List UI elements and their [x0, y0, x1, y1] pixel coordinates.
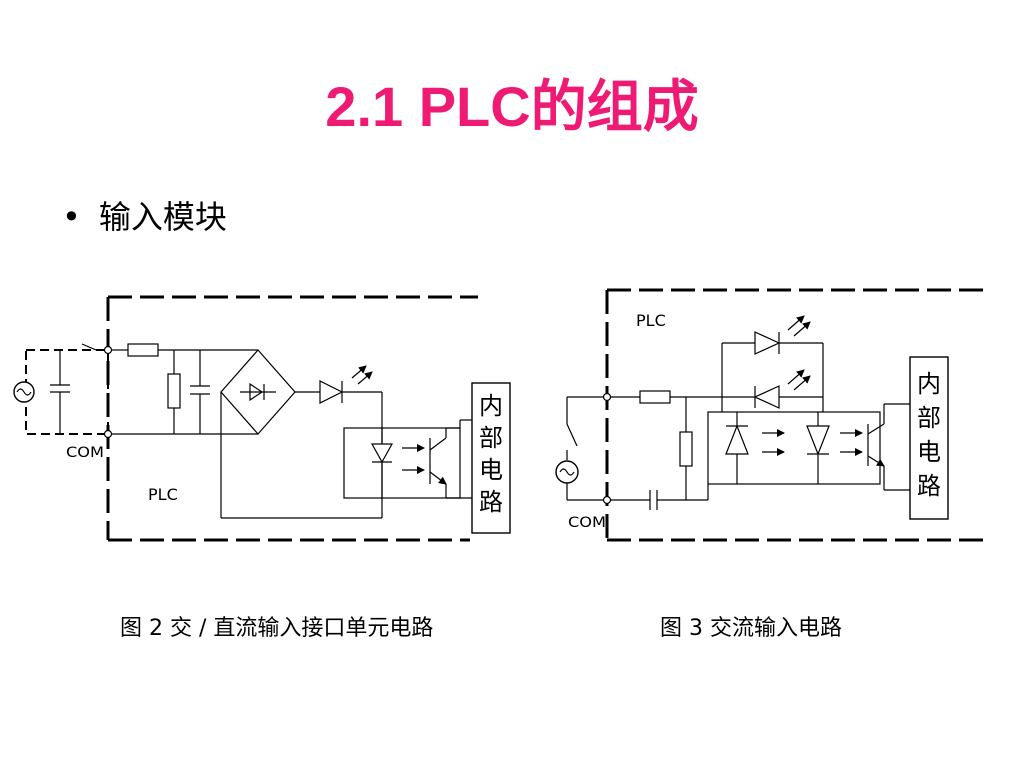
plc-boundary [106, 295, 478, 542]
input-resistor [639, 390, 671, 404]
figure-ac-dc-input [13, 295, 511, 542]
internal-circuit-block [909, 356, 949, 520]
input-resistor [127, 343, 159, 357]
bullet-text: 输入模块 [98, 198, 227, 236]
com-label: COM [568, 515, 606, 531]
internal-char-1: 内 [479, 392, 503, 420]
com-label: COM [66, 445, 104, 461]
shunt-resistor [679, 431, 693, 467]
internal-char-3: 电 [917, 438, 941, 466]
bridge-rectifier [220, 349, 296, 435]
input-terminal [602, 392, 612, 402]
figure-caption-right: 图 3 交流输入电路 [660, 616, 842, 641]
slide-title: 2.1 PLC的组成 [325, 75, 699, 138]
ac-optocoupler [707, 411, 881, 485]
optocoupler [343, 427, 461, 499]
internal-char-4: 路 [917, 472, 941, 500]
internal-char-4: 路 [479, 488, 503, 516]
internal-char-2: 部 [917, 404, 941, 432]
com-terminal [103, 429, 113, 439]
figure-ac-input [555, 288, 988, 542]
internal-char-3: 电 [479, 456, 503, 484]
figure-caption-left: 图 2 交 / 直流输入接口单元电路 [120, 616, 434, 641]
led-indicator [319, 380, 344, 404]
bullet-item: • 输入模块 [62, 192, 227, 238]
led-indicator [753, 385, 780, 409]
internal-char-1: 内 [917, 370, 941, 398]
com-terminal [602, 495, 612, 505]
plc-label: PLC [636, 311, 666, 330]
input-terminal [103, 345, 113, 355]
shunt-resistor [167, 373, 181, 409]
internal-char-2: 部 [479, 424, 503, 452]
plc-label: PLC [148, 485, 178, 504]
internal-circuit-block [471, 382, 511, 534]
bullet-dot: • [62, 198, 81, 236]
led-indicator [754, 331, 781, 355]
